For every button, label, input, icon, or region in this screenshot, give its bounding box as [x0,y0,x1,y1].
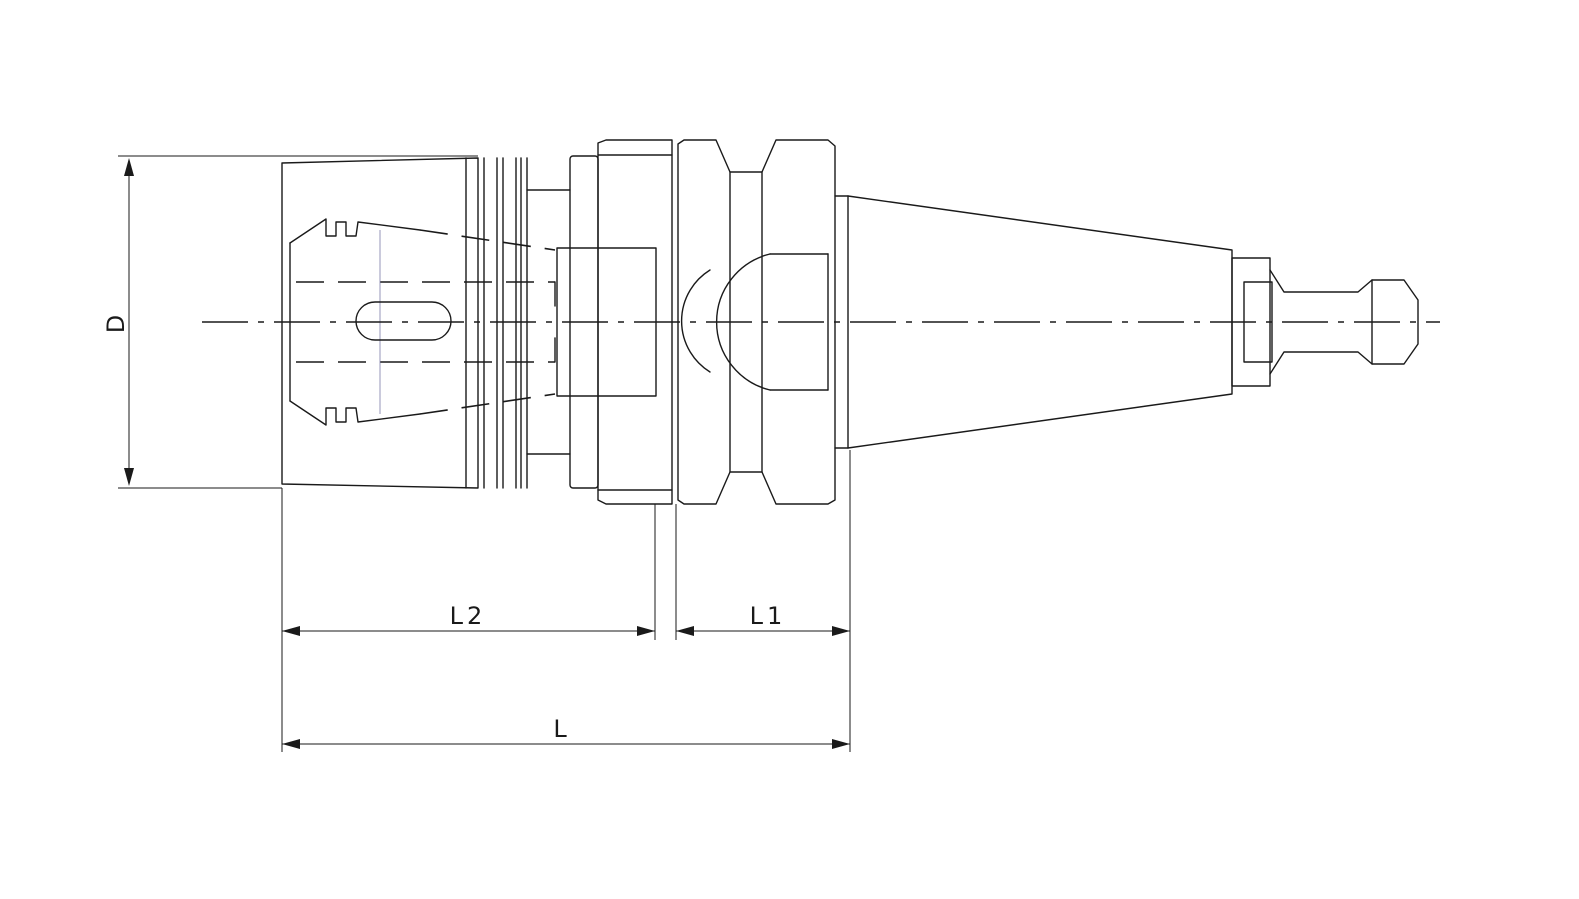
collet-nut [281,157,528,489]
dimension-label-l1: L1 [750,602,787,630]
dimension-label-l: L [553,715,570,743]
dimension-label-l2: L2 [450,602,487,630]
collet [289,218,556,426]
dimension-l2: L2 [282,602,655,636]
dimension-d: D [102,155,478,489]
flange-ring [597,139,673,505]
dimension-label-d: D [102,311,130,333]
extension-lines [281,450,851,752]
dimension-l1: L1 [676,602,850,636]
taper-shank [834,195,1233,449]
dimension-l: L [282,715,850,749]
